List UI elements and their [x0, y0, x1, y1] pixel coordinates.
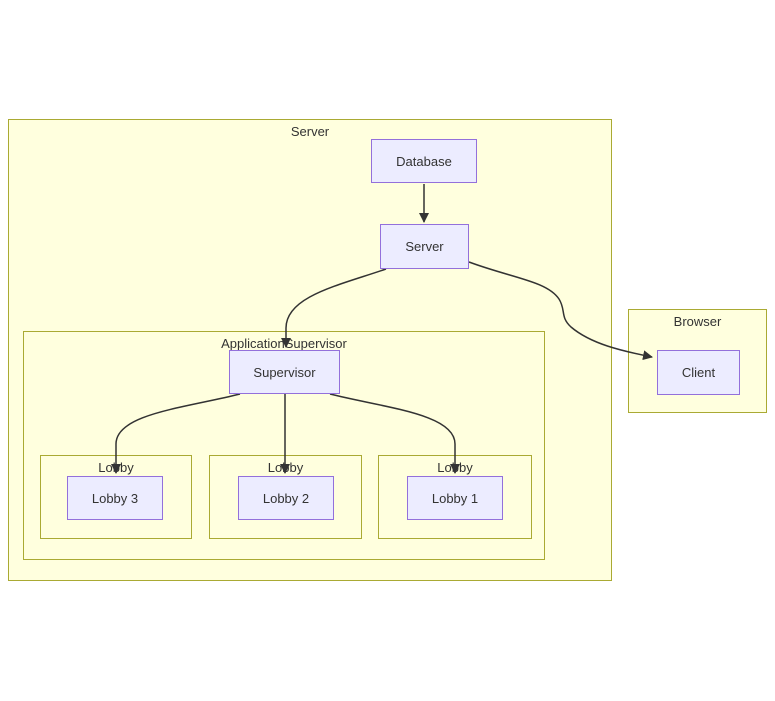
cluster-lobby-right-label: Lobby: [437, 460, 473, 475]
node-lobby1-label: Lobby 1: [431, 490, 479, 506]
node-client-label: Client: [681, 365, 716, 380]
node-lobby2-label: Lobby 2: [262, 490, 310, 506]
cluster-server-label: Server: [290, 124, 330, 139]
node-server-label: Server: [405, 239, 444, 254]
node-database: Database: [371, 139, 477, 183]
node-supervisor: Supervisor: [229, 350, 340, 394]
node-client: Client: [657, 350, 740, 395]
node-lobby3: Lobby 3: [67, 476, 163, 520]
cluster-application-supervisor-label: ApplicationSupervisor: [221, 336, 347, 351]
cluster-lobby-left-label: Lobby: [98, 460, 134, 475]
node-supervisor-label: Supervisor: [253, 364, 316, 380]
node-lobby1: Lobby 1: [407, 476, 503, 520]
cluster-browser-label: Browser: [673, 314, 722, 329]
cluster-lobby-middle-label: Lobby: [267, 460, 304, 475]
node-server: Server: [380, 224, 469, 269]
node-database-label: Database: [396, 153, 452, 169]
node-lobby2: Lobby 2: [238, 476, 334, 520]
node-lobby3-label: Lobby 3: [91, 490, 139, 506]
